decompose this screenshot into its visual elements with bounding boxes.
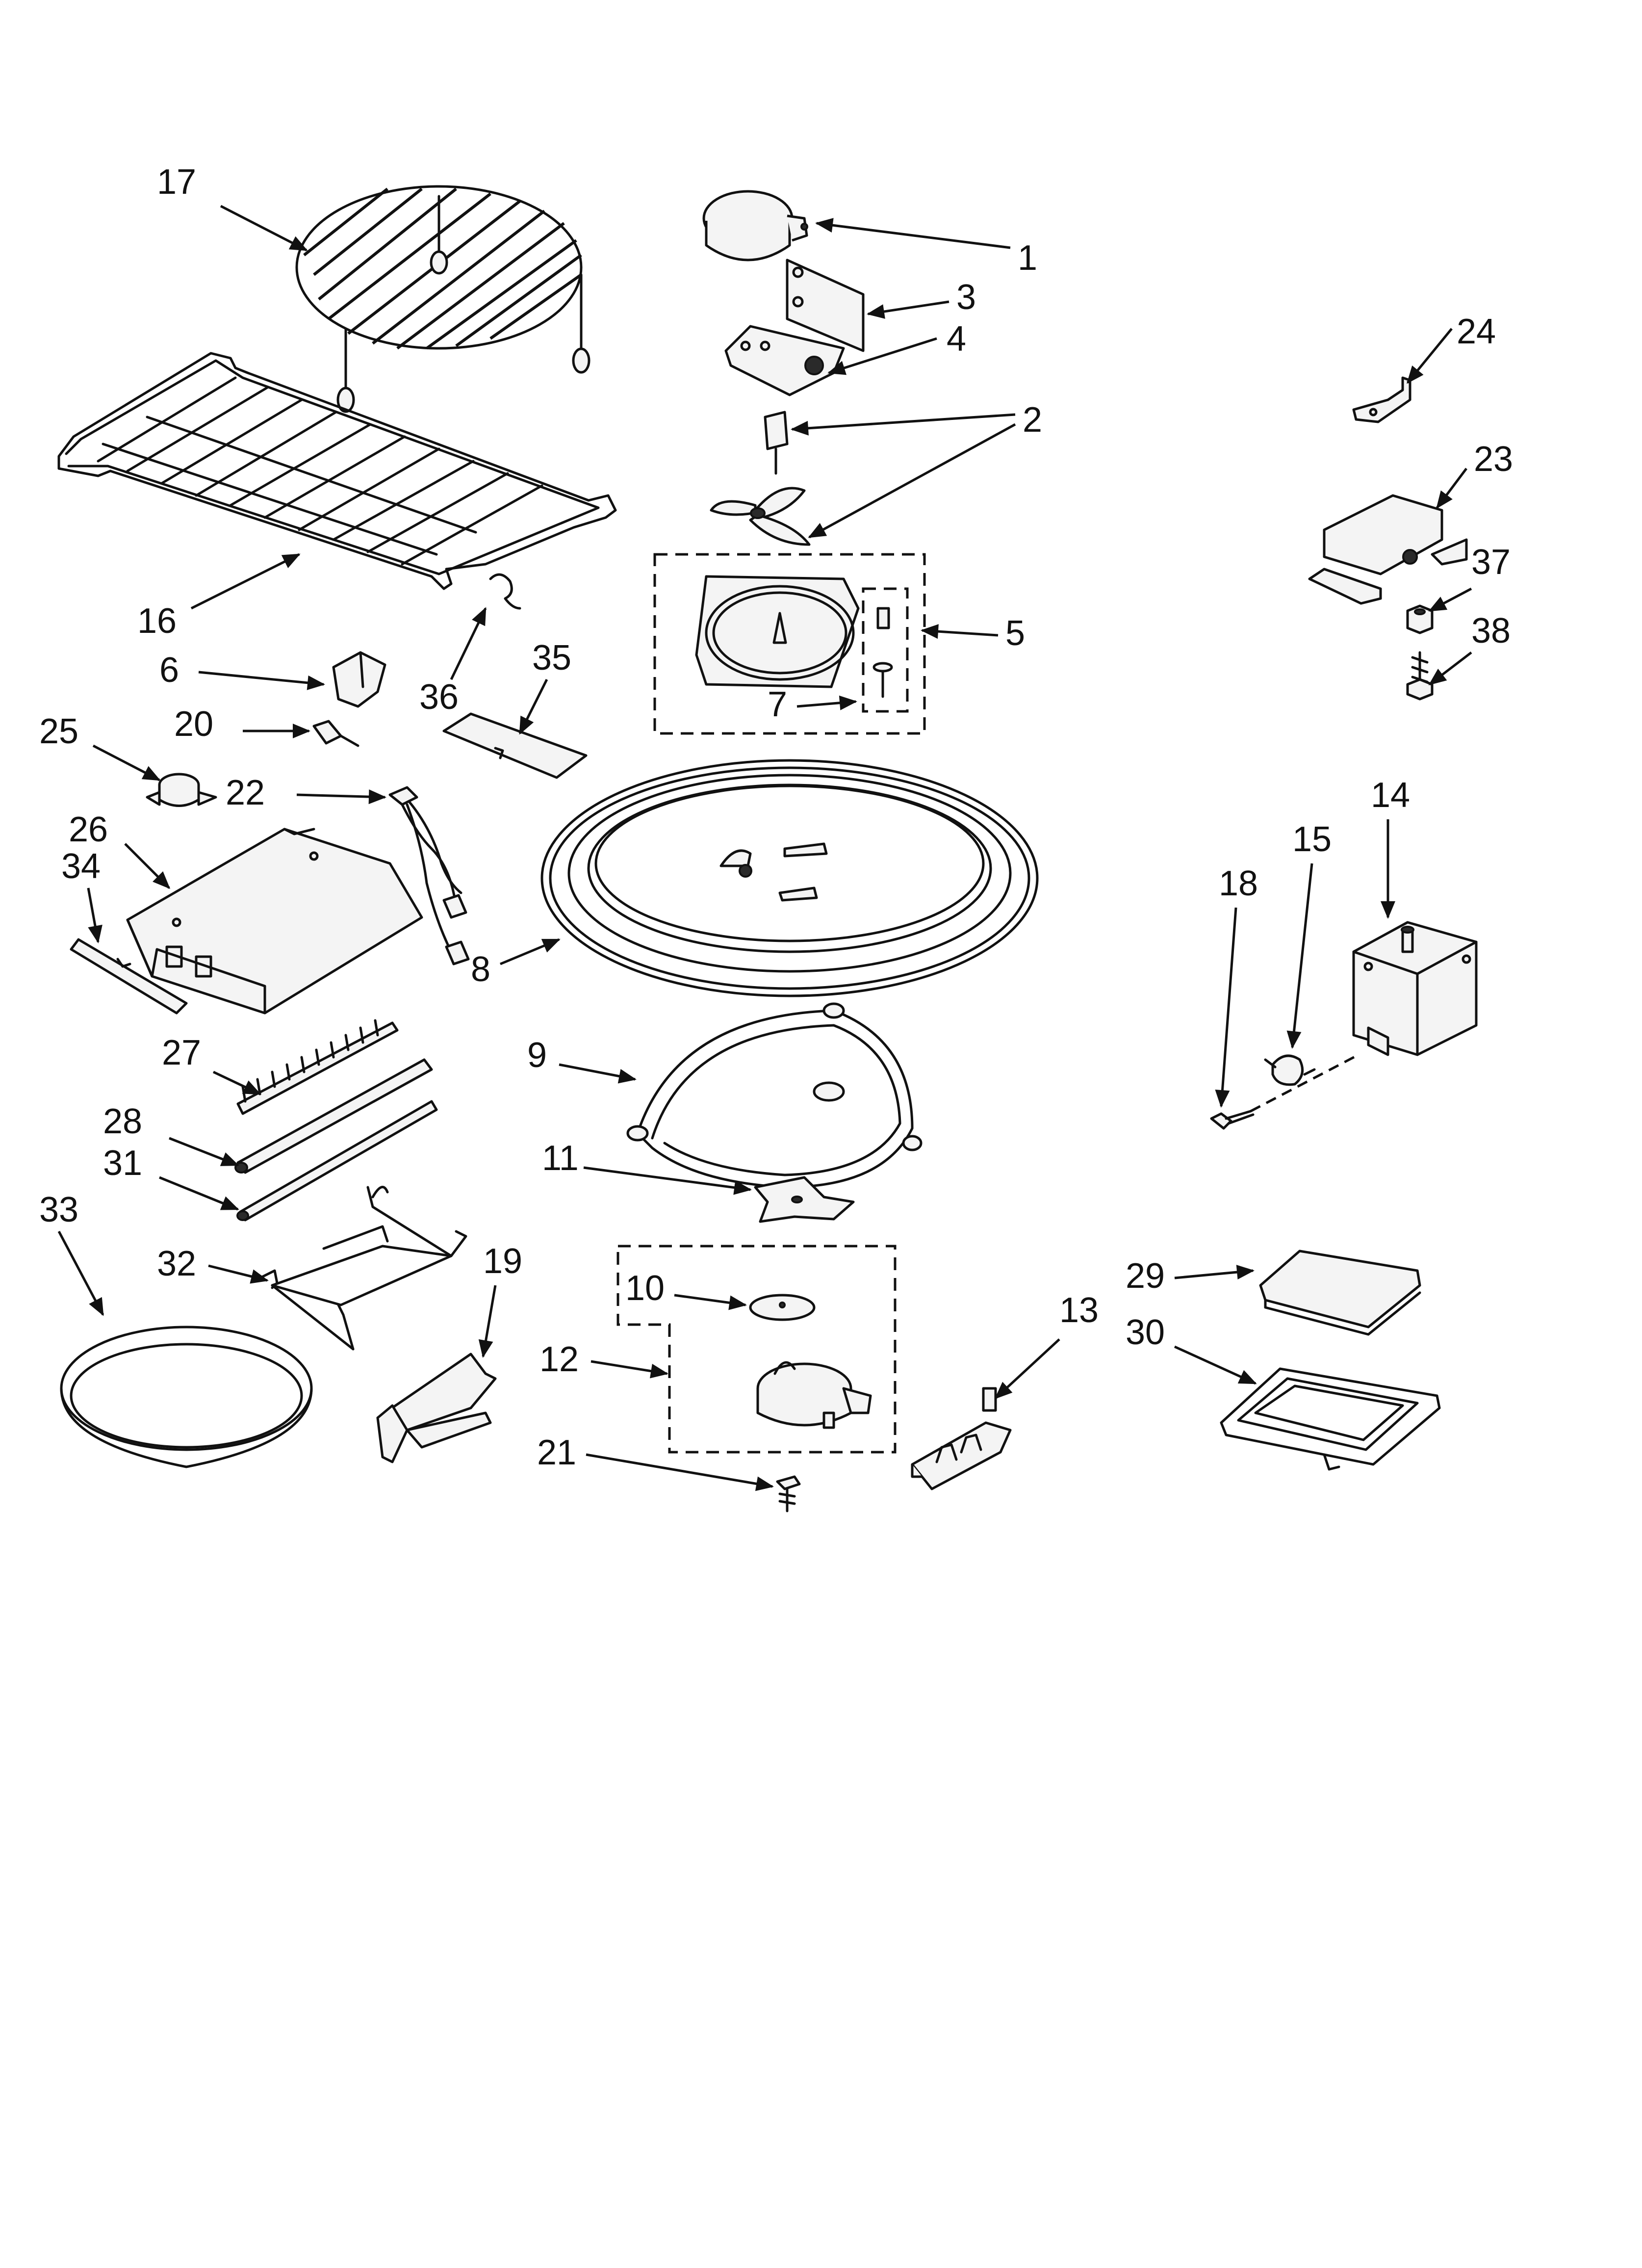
vent-cover-part (126, 828, 423, 1015)
strip-part (70, 938, 188, 1015)
screw-18-part (1210, 1110, 1255, 1130)
callout-30: 30 (1126, 1313, 1165, 1352)
drive-coupler-part (754, 1176, 855, 1223)
callout-34: 34 (61, 847, 101, 886)
filter-frame-part (1220, 1367, 1441, 1471)
coupler-part (764, 411, 789, 475)
callout-13: 13 (1059, 1291, 1099, 1330)
heater-tube-part (236, 1100, 438, 1222)
hook-part (489, 573, 521, 610)
callout-37: 37 (1471, 543, 1511, 582)
callout-3: 3 (956, 278, 976, 317)
shield-sheet-part (442, 712, 588, 779)
callout-23: 23 (1474, 440, 1513, 479)
callout-21: 21 (537, 1433, 576, 1472)
callout-labels: 1 2 3 4 5 6 7 8 9 10 11 12 13 14 15 16 1… (39, 162, 1513, 1472)
group-box-7 (862, 587, 909, 713)
callout-8: 8 (471, 950, 490, 989)
callout-18: 18 (1219, 864, 1258, 903)
shaft-part (872, 607, 893, 698)
nut-part (1406, 604, 1434, 634)
screw-axis-line (1250, 1053, 1360, 1113)
clamp-part (376, 1353, 497, 1463)
wire-harness-part (388, 786, 470, 965)
leader-lines (57, 205, 1472, 1491)
callout-7: 7 (768, 685, 787, 724)
thermal-fuse-part (312, 720, 359, 747)
thermostat-part (146, 773, 217, 807)
turntable-motor-part (756, 1361, 872, 1429)
stirrer-cover-part (695, 575, 860, 688)
wire-bracket-part (258, 1186, 467, 1351)
wire-rack-part (57, 352, 617, 590)
callout-4: 4 (947, 319, 966, 359)
filter-panel-part (1259, 1250, 1421, 1336)
screw-21-part (776, 1475, 801, 1512)
turntable-ring-part (540, 759, 1039, 997)
round-pan-part (60, 1326, 313, 1468)
small-bracket-part (1352, 376, 1411, 423)
roller-guide-part (626, 1002, 923, 1189)
bracket-part (724, 325, 845, 396)
callout-15: 15 (1292, 820, 1332, 859)
magnetron-part (1352, 921, 1478, 1056)
callout-6: 6 (159, 651, 179, 690)
callout-25: 25 (39, 712, 78, 751)
screw-part (1406, 651, 1434, 701)
spring-clip-part (1264, 1054, 1316, 1086)
callout-19: 19 (483, 1242, 522, 1281)
callout-28: 28 (103, 1102, 142, 1141)
round-rack-part (295, 185, 590, 413)
callout-5: 5 (1005, 614, 1025, 653)
heater-rod-part (234, 1058, 433, 1174)
callout-14: 14 (1371, 776, 1410, 815)
callout-35: 35 (532, 638, 571, 678)
mounting-bracket-part (1308, 494, 1468, 605)
comb-filter-part (236, 1019, 399, 1115)
callout-20: 20 (174, 704, 213, 744)
callout-9: 9 (527, 1036, 547, 1075)
callout-17: 17 (157, 162, 196, 202)
callout-38: 38 (1471, 611, 1511, 651)
callout-26: 26 (69, 810, 108, 849)
callout-33: 33 (39, 1190, 78, 1229)
control-board-part (911, 1387, 1012, 1490)
callout-32: 32 (157, 1244, 196, 1283)
callout-11: 11 (542, 1139, 579, 1178)
callout-27: 27 (162, 1033, 201, 1072)
callout-22: 22 (226, 773, 265, 812)
callout-29: 29 (1126, 1256, 1165, 1296)
motor-part (702, 190, 808, 261)
callout-10: 10 (625, 1269, 665, 1308)
fan-blade-part (710, 487, 811, 546)
callout-2: 2 (1023, 400, 1042, 440)
turntable-disc-part (749, 1294, 816, 1321)
callout-36: 36 (419, 678, 459, 717)
group-box-5 (653, 553, 926, 735)
plate-part (786, 259, 865, 352)
callout-16: 16 (137, 601, 177, 641)
callout-24: 24 (1457, 312, 1496, 351)
callout-1: 1 (1018, 238, 1037, 278)
callout-31: 31 (103, 1144, 142, 1183)
callout-12: 12 (539, 1340, 579, 1379)
clip-part (332, 651, 386, 708)
group-box-12 (616, 1245, 897, 1454)
